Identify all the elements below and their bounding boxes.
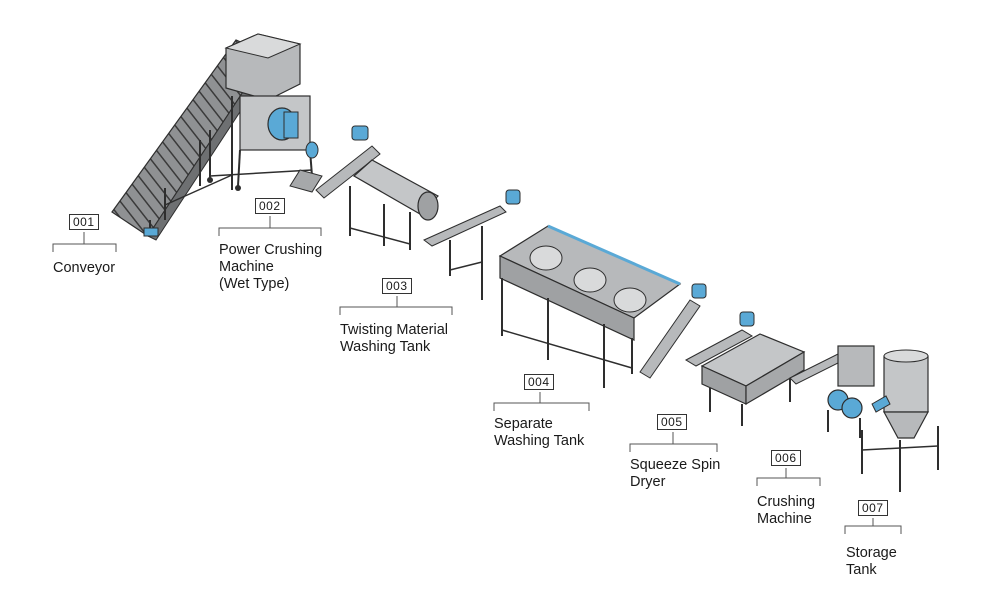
leader-002 <box>218 216 322 236</box>
label-line: Machine <box>757 511 812 527</box>
station-code-006: 006 <box>771 450 801 466</box>
squeeze-spin-dryer <box>684 311 806 426</box>
power-crushing-machine <box>207 33 323 193</box>
station-code-003: 003 <box>382 278 412 294</box>
label-line: Dryer <box>630 474 666 490</box>
label-line: Squeeze Spin <box>630 457 721 473</box>
label-line: Machine <box>219 259 274 275</box>
station-label-spin-dryer: Squeeze Spin Dryer <box>630 457 720 491</box>
station-code-002: 002 <box>255 198 285 214</box>
label-line: Conveyor <box>53 260 116 276</box>
label-line: Twisting Material <box>340 322 448 338</box>
storage-tank <box>861 349 939 492</box>
crushing-machine <box>789 345 875 438</box>
station-label-power-crushing: Power Crushing Machine (Wet Type) <box>219 242 322 293</box>
label-line: Power Crushing <box>219 242 323 258</box>
label-line: Separate <box>494 416 553 432</box>
label-line: Tank <box>846 562 877 578</box>
station-label-storage-tank: Storage Tank <box>846 545 897 579</box>
station-code-007: 007 <box>858 500 888 516</box>
station-code-001: 001 <box>69 214 99 230</box>
leader-003 <box>339 296 453 315</box>
leader-005 <box>629 432 718 452</box>
leader-004 <box>493 392 590 411</box>
label-line: (Wet Type) <box>219 276 290 292</box>
station-label-crushing-machine: Crushing Machine <box>757 494 815 528</box>
label-line: Storage <box>846 545 897 561</box>
station-code-004: 004 <box>524 374 554 390</box>
separate-washing-tank <box>498 224 707 388</box>
station-label-twisting-tank: Twisting Material Washing Tank <box>340 322 448 356</box>
leader-007 <box>844 518 902 534</box>
twisting-washing-tank <box>315 125 521 300</box>
leader-brackets <box>52 216 902 534</box>
label-line: Crushing <box>757 494 816 510</box>
station-code-005: 005 <box>657 414 687 430</box>
leader-006 <box>756 468 821 486</box>
label-line: Washing Tank <box>494 433 585 449</box>
leader-001 <box>52 232 117 252</box>
label-line: Washing Tank <box>340 339 431 355</box>
station-label-conveyor: Conveyor <box>53 260 115 277</box>
station-label-separate-tank: Separate Washing Tank <box>494 416 584 450</box>
